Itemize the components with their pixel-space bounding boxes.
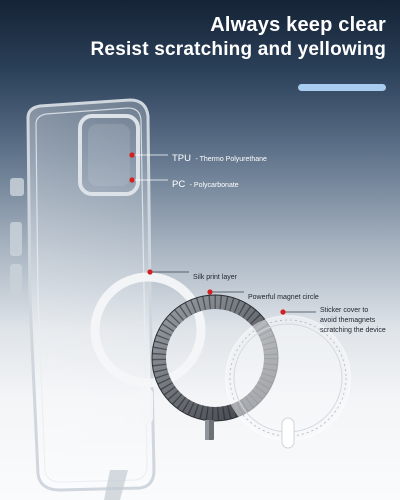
marker-dot <box>280 309 286 315</box>
marker-dots <box>129 152 286 315</box>
side-button <box>10 178 24 196</box>
marker-dot <box>129 177 135 183</box>
callout-tpu-abbr: TPU <box>172 153 191 164</box>
callout-sticker-line1: Sticker cover to <box>320 307 369 314</box>
side-button <box>10 264 22 298</box>
callout-pc: PC - Polycarbonate <box>172 174 239 192</box>
headline-primary: Always keep clear <box>210 14 386 36</box>
callout-pc-desc: - Polycarbonate <box>189 182 239 189</box>
callout-magnet: Powerful magnet circle <box>248 286 319 304</box>
callout-silk-text: Silk print layer <box>193 274 237 281</box>
callout-sticker-line3: scratching the device <box>320 327 386 334</box>
callout-tpu-desc: - Thermo Polyurethane <box>195 156 267 163</box>
callout-tpu: TPU - Thermo Polyurethane <box>172 148 267 166</box>
callout-pc-abbr: PC <box>172 179 186 190</box>
silk-print-ring <box>90 272 206 424</box>
accent-bar <box>298 84 386 91</box>
callout-sticker: Sticker cover to avoid themagnets scratc… <box>320 306 386 336</box>
marker-dot <box>129 152 135 158</box>
sticker-cover-ring <box>225 315 351 449</box>
marker-dot <box>207 289 213 295</box>
callout-magnet-text: Powerful magnet circle <box>248 294 319 301</box>
callout-silk-print: Silk print layer <box>193 266 237 284</box>
callout-sticker-line2: avoid themagnets <box>320 317 376 324</box>
leader-lines <box>132 154 168 181</box>
side-button <box>10 222 22 256</box>
clear-phone-case <box>10 98 156 500</box>
headline-secondary: Resist scratching and yellowing <box>90 39 386 60</box>
marker-dot <box>147 269 153 275</box>
